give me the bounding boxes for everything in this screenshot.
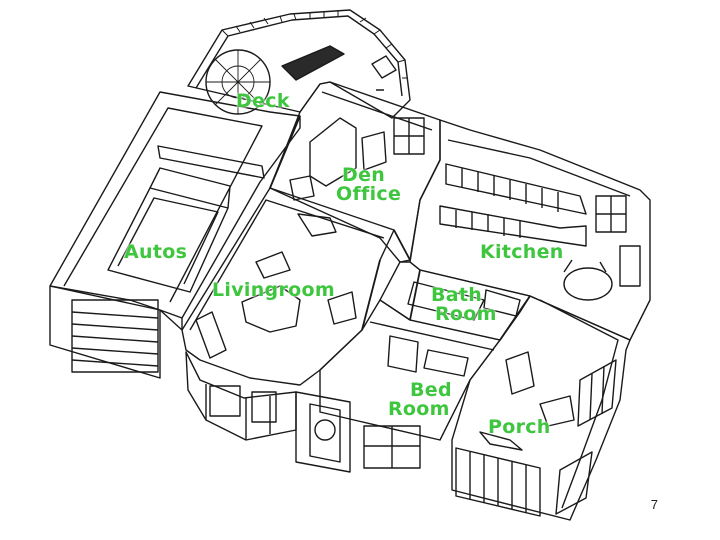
room-label-den-line2: Office (336, 183, 402, 205)
table-icon (563, 267, 613, 301)
porch-area (451, 295, 631, 521)
room-label-bath-line1: Bath (431, 284, 483, 306)
room-label-porch: Porch (488, 416, 551, 438)
garage-door-icon (71, 299, 159, 373)
room-label-bed-line1: Bed (410, 379, 452, 401)
room-label-den-office: Den Office (336, 166, 401, 204)
car-icon (107, 167, 231, 293)
front-door-icon (295, 391, 351, 473)
room-label-bath-room: Bath Room (431, 286, 497, 324)
room-label-deck: Deck (236, 90, 290, 112)
den-office-area (269, 81, 441, 263)
room-label-den-line1: Den (342, 164, 386, 186)
interior-walls (269, 115, 531, 341)
garage-area (49, 91, 301, 379)
room-label-bed-line2: Room (388, 398, 450, 420)
room-label-bed-room: Bed Room (388, 381, 452, 419)
livingroom-area (181, 187, 395, 441)
room-label-livingroom: Livingroom (212, 279, 335, 301)
room-label-bath-line2: Room (435, 303, 497, 325)
bay-window-icon (185, 351, 297, 441)
deck-area (187, 9, 411, 119)
room-label-kitchen: Kitchen (480, 241, 564, 263)
room-label-autos: Autos (124, 241, 188, 263)
lounge-chair-icon (281, 45, 345, 81)
page-number: 7 (650, 497, 658, 512)
kitchen-area (409, 119, 651, 341)
hot-tub-spokes (206, 50, 270, 114)
kitchen-cabinets-icon (439, 163, 587, 247)
porch-windows-icon (455, 359, 617, 517)
bed-room-area (295, 299, 501, 473)
